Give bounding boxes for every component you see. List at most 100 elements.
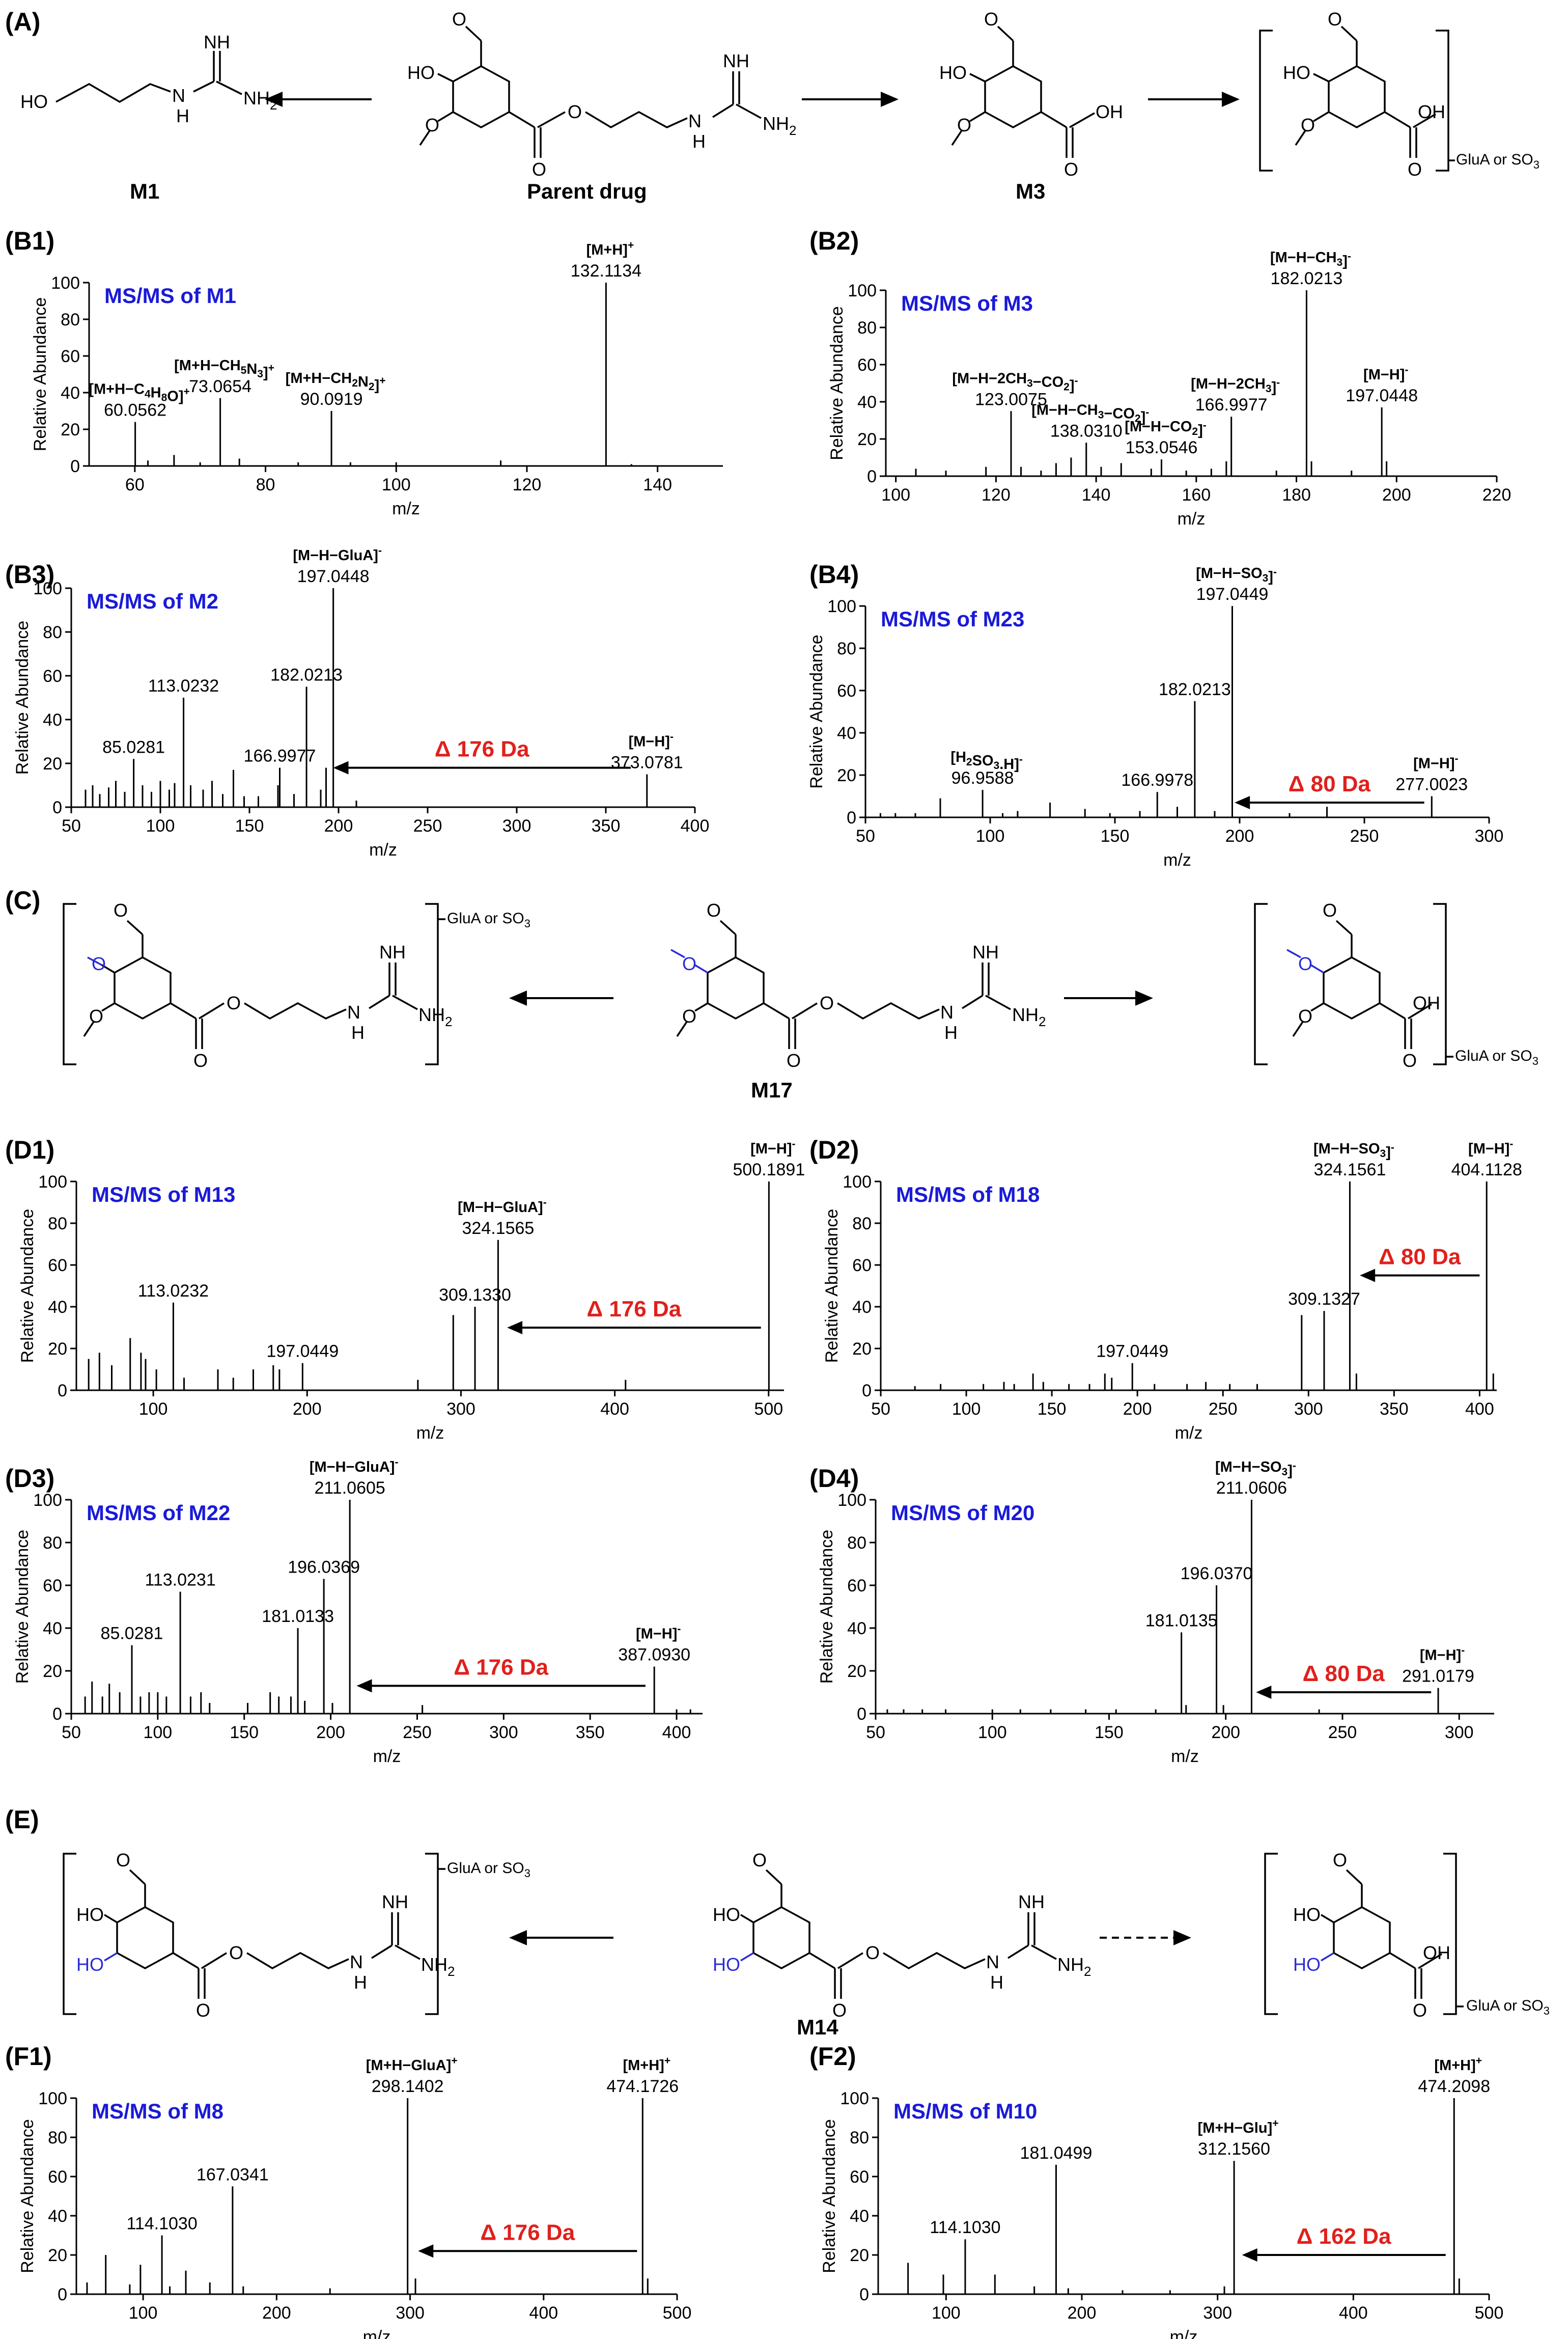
chart-title: MS/MS of M8 bbox=[92, 2099, 223, 2123]
peak-mz-label: 113.0232 bbox=[148, 676, 219, 696]
x-tick-label: 250 bbox=[403, 1723, 432, 1742]
structure-m3 bbox=[951, 25, 1095, 158]
label-m3: M3 bbox=[1016, 179, 1045, 203]
x-tick-label: 50 bbox=[856, 827, 875, 846]
structure-m14-acid-conjugate bbox=[1264, 1853, 1464, 2015]
x-tick-label: 100 bbox=[146, 816, 175, 836]
peak-ion-label: [H2SO3.H]- bbox=[950, 749, 1023, 773]
y-tick-label: 80 bbox=[837, 639, 856, 658]
y-tick-label: 0 bbox=[58, 1381, 67, 1400]
panel-label-d4: (D4) bbox=[809, 1464, 859, 1493]
x-tick-label: 200 bbox=[293, 1399, 322, 1419]
x-axis-label: m/z bbox=[1171, 1747, 1199, 1766]
x-tick-label: 100 bbox=[143, 1723, 172, 1742]
x-tick-label: 300 bbox=[489, 1723, 518, 1742]
y-tick-label: 20 bbox=[48, 1339, 67, 1359]
x-tick-label: 300 bbox=[1203, 2303, 1232, 2323]
m17e-n-atom: N bbox=[347, 1002, 360, 1023]
m17e-h-atom: H bbox=[351, 1022, 365, 1043]
x-axis-label: m/z bbox=[416, 1423, 444, 1443]
peak-mz-label: 132.1134 bbox=[571, 261, 641, 281]
m17e-methyl-bond bbox=[87, 956, 102, 966]
m17a-o-atom-blue: O bbox=[1298, 953, 1312, 974]
x-tick-label: 150 bbox=[230, 1723, 259, 1742]
m14e-h-atom: H bbox=[354, 1972, 367, 1993]
structure-m17 bbox=[676, 920, 1011, 1049]
peak-mz-label: 90.0919 bbox=[300, 390, 363, 409]
m3c-o-atom-carbonyl: O bbox=[1408, 159, 1422, 180]
peak-mz-label: 309.1327 bbox=[1288, 1289, 1360, 1309]
m17a-o-atom-top: O bbox=[1323, 900, 1337, 921]
x-tick-label: 150 bbox=[1038, 1399, 1067, 1419]
m17e-o-atom-bottom: O bbox=[89, 1006, 103, 1027]
m14e-conjugate-label: GluA or SO3 bbox=[447, 1860, 530, 1880]
m1-n-atom: N bbox=[172, 85, 185, 106]
peak-mz-label: 166.9977 bbox=[244, 747, 316, 766]
x-axis-label: m/z bbox=[1170, 2327, 1198, 2339]
chart-title: MS/MS of M20 bbox=[891, 1501, 1034, 1525]
x-tick-label: 200 bbox=[1123, 1399, 1152, 1419]
peak-ion-label: [M+H−CH5N3]+ bbox=[174, 357, 274, 381]
chart-title: MS/MS of M23 bbox=[881, 607, 1024, 631]
panel-label-e: (E) bbox=[5, 1805, 39, 1834]
m17a-oh-atom: OH bbox=[1413, 993, 1440, 1013]
peak-ion-label: [M−H−2CH3]- bbox=[1191, 376, 1280, 396]
parent-o-atom-ester: O bbox=[568, 101, 582, 122]
x-tick-label: 300 bbox=[446, 1399, 475, 1419]
arrow-parent-to-m3 bbox=[802, 92, 899, 107]
delta-label: Δ 176 Da bbox=[480, 2220, 575, 2245]
x-tick-label: 200 bbox=[1225, 827, 1254, 846]
peak-mz-label: 500.1891 bbox=[733, 1160, 805, 1179]
x-tick-label: 180 bbox=[1282, 485, 1311, 505]
peak-ion-label: [M−H−2CH3−CO2]- bbox=[952, 370, 1078, 394]
x-tick-label: 200 bbox=[262, 2303, 291, 2323]
peak-ion-label: [M+H−Glu]+ bbox=[1198, 2117, 1279, 2136]
peak-mz-label: 196.0369 bbox=[288, 1557, 360, 1577]
x-tick-label: 100 bbox=[932, 2303, 961, 2323]
peak-mz-label: 123.0075 bbox=[975, 390, 1047, 409]
x-tick-label: 50 bbox=[62, 816, 81, 836]
y-tick-label: 20 bbox=[837, 766, 856, 785]
structure-m17-ester-conjugate bbox=[63, 903, 445, 1065]
delta-label: Δ 162 Da bbox=[1297, 2224, 1391, 2249]
structure-m1 bbox=[55, 51, 242, 103]
y-axis-label: Relative Abundance bbox=[817, 1530, 836, 1684]
m14e-nh-atom: NH bbox=[382, 1891, 408, 1912]
delta-arrow-head bbox=[1256, 1686, 1272, 1699]
m17-methyl-group bbox=[670, 949, 708, 974]
y-tick-label: 40 bbox=[43, 1619, 62, 1638]
y-tick-label: 0 bbox=[867, 467, 877, 486]
x-tick-label: 150 bbox=[1101, 827, 1130, 846]
m14-o-atom-top: O bbox=[752, 1850, 767, 1870]
peak-mz-label: 60.0562 bbox=[104, 401, 166, 420]
chart-title: MS/MS of M13 bbox=[92, 1182, 235, 1206]
y-tick-label: 20 bbox=[852, 1339, 872, 1359]
x-tick-label: 150 bbox=[235, 816, 264, 836]
peak-mz-label: 298.1402 bbox=[372, 2077, 444, 2096]
arrow-m14-to-ester-conjugate bbox=[509, 1930, 613, 1945]
peak-ion-label: [M−H]- bbox=[629, 731, 674, 750]
m14-ho-atom: HO bbox=[713, 1904, 740, 1925]
x-tick-label: 120 bbox=[513, 475, 542, 494]
y-tick-label: 80 bbox=[43, 1533, 62, 1553]
m17-o-atom-carbonyl: O bbox=[787, 1050, 801, 1071]
m14a-o-atom-carbonyl: O bbox=[1413, 2000, 1427, 2021]
peak-ion-label: [M−H]- bbox=[750, 1138, 795, 1157]
x-tick-label: 500 bbox=[754, 1399, 783, 1419]
y-axis-label: Relative Abundance bbox=[820, 2119, 839, 2273]
y-tick-label: 80 bbox=[43, 623, 62, 642]
delta-label: Δ 176 Da bbox=[587, 1297, 682, 1322]
m14a-conjugate-label: GluA or SO3 bbox=[1466, 1997, 1550, 2017]
peak-ion-label: [M+H−C4H8O]+ bbox=[89, 381, 189, 405]
peak-mz-label: 474.1726 bbox=[606, 2077, 679, 2096]
m17-o-atom-blue: O bbox=[682, 953, 696, 974]
y-tick-label: 0 bbox=[52, 1704, 62, 1724]
y-tick-label: 0 bbox=[857, 1704, 866, 1724]
x-tick-label: 100 bbox=[952, 1399, 981, 1419]
x-axis-label: m/z bbox=[1163, 850, 1191, 870]
chart-title: MS/MS of M10 bbox=[893, 2099, 1037, 2123]
peak-mz-label: 197.0449 bbox=[1096, 1342, 1168, 1361]
